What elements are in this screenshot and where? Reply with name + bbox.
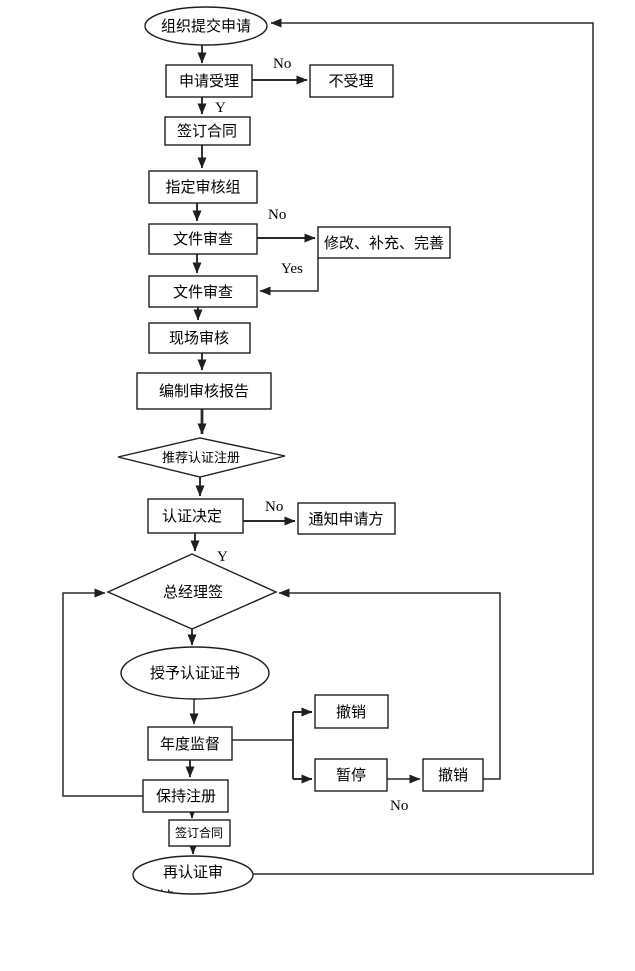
node-report-box bbox=[136, 372, 272, 410]
node-revoketop-box bbox=[314, 694, 389, 729]
node-decision-box bbox=[147, 498, 244, 534]
node-onsite-box bbox=[148, 322, 251, 354]
node-recert-overflow-label: 核 bbox=[158, 888, 173, 906]
node-start-ellipse bbox=[144, 6, 268, 46]
node-revise-label: 修改、补充、完善 bbox=[324, 234, 444, 252]
node-notaccept-label: 不受理 bbox=[328, 72, 373, 90]
edges bbox=[62, 18, 594, 875]
node-suspend-box bbox=[314, 758, 388, 792]
node-start-label: 组织提交申请 bbox=[161, 17, 251, 35]
node-docreview1-box bbox=[148, 223, 258, 255]
node-signsmall-box bbox=[168, 819, 231, 847]
node-onsite-label: 现场审核 bbox=[169, 329, 229, 347]
node-grant-label: 授予认证证书 bbox=[150, 664, 240, 682]
node-accept-label: 申请受理 bbox=[179, 72, 239, 90]
node-notaccept-box bbox=[309, 64, 394, 98]
edge-keep-loop-to-gmsign bbox=[62, 588, 143, 797]
edge-label-docreview-no: No bbox=[268, 207, 286, 223]
node-recommend-diamond bbox=[117, 437, 286, 478]
node-recert-ellipse bbox=[132, 855, 254, 895]
node-annual-label: 年度监督 bbox=[160, 735, 220, 753]
node-recert-text-group: 再认证审 核 bbox=[158, 863, 223, 906]
node-grant-ellipse bbox=[120, 646, 270, 700]
node-signcontract-box bbox=[164, 116, 251, 146]
edge-recert-loop-to-start bbox=[252, 18, 594, 875]
node-revoketop-label: 撤销 bbox=[336, 703, 366, 721]
edge-revokeright-loop-to-gmsign bbox=[278, 588, 501, 780]
edge-label-decision-no: No bbox=[265, 499, 283, 515]
node-accept-box bbox=[165, 64, 253, 98]
node-notify-box bbox=[297, 502, 396, 535]
node-decision-label: 认证决定 bbox=[162, 507, 222, 525]
node-docreview2-label: 文件审查 bbox=[173, 283, 233, 301]
edge-label-decision-y: Y bbox=[217, 549, 228, 565]
node-keep-box bbox=[142, 779, 229, 813]
node-assignteam-label: 指定审核组 bbox=[165, 178, 240, 196]
edge-labels: No Y No Yes No Y No bbox=[215, 56, 408, 814]
edge-revise-to-docreview2 bbox=[259, 258, 319, 296]
node-revise-box bbox=[317, 226, 451, 259]
node-signsmall-label: 签订合同 bbox=[175, 825, 223, 840]
node-assignteam-box bbox=[148, 170, 258, 204]
node-signcontract-label: 签订合同 bbox=[177, 122, 237, 140]
edge-label-accept-y: Y bbox=[215, 100, 226, 116]
node-notify-label: 通知申请方 bbox=[308, 510, 383, 528]
node-annual-box bbox=[147, 726, 233, 761]
node-recert-label: 再认证审 bbox=[163, 863, 223, 881]
nodes: 组织提交申请 申请受理 不受理 签订合同 指定审核组 文件审查 修改、补充、完善… bbox=[106, 6, 484, 906]
node-keep-label: 保持注册 bbox=[156, 787, 216, 805]
node-report-label: 编制审核报告 bbox=[159, 382, 249, 400]
node-recommend-label: 推荐认证注册 bbox=[162, 451, 240, 466]
edge-label-accept-no: No bbox=[273, 56, 291, 72]
node-suspend-label: 暂停 bbox=[336, 766, 366, 784]
node-revokeright-box bbox=[422, 758, 484, 792]
node-docreview1-label: 文件审查 bbox=[173, 230, 233, 248]
node-gmsign-label: 总经理签 bbox=[163, 583, 223, 601]
node-gmsign-diamond bbox=[106, 553, 278, 630]
node-docreview2-box bbox=[148, 275, 258, 308]
edge-label-suspend-no: No bbox=[390, 798, 408, 814]
edge-label-revise-yes: Yes bbox=[281, 261, 303, 277]
node-revokeright-label: 撤销 bbox=[438, 766, 468, 784]
